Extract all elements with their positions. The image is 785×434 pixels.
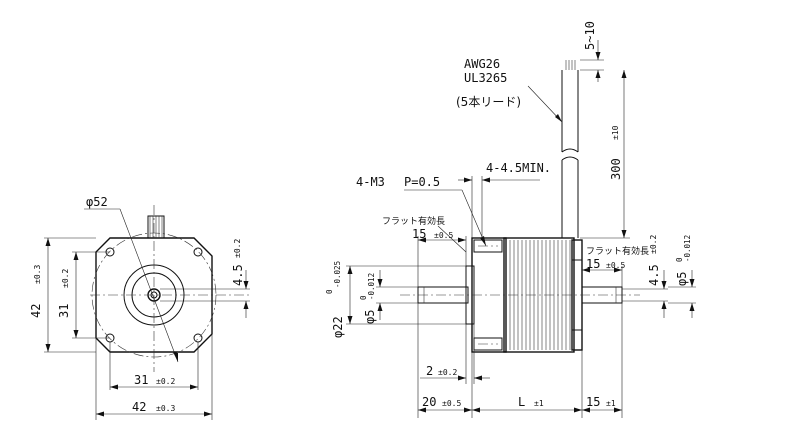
lead-len-label: 300: [609, 158, 623, 180]
tol4_5-front: ±0.2: [233, 239, 242, 258]
dim4_5-front: 4.5: [231, 264, 245, 286]
dimL-label: L: [518, 395, 525, 409]
phi5-right-tol-bot: -0.012: [683, 235, 692, 262]
dim20-label: 20: [422, 395, 436, 409]
front-flange: [95, 237, 213, 353]
mount-hole-tr: [193, 247, 203, 257]
tol31-bottom: ±0.2: [156, 377, 175, 386]
tolL-label: ±1: [534, 399, 544, 408]
tol4_5-right: ±0.2: [649, 235, 658, 254]
strip-label: 5~10: [583, 21, 597, 50]
flat-left-label: フラット有効長: [382, 215, 445, 227]
dim15-bottom: 15: [586, 395, 600, 409]
tol15-right: ±0.5: [606, 261, 625, 270]
dim15-left: 15: [412, 227, 426, 241]
ul-label: UL3265: [464, 71, 507, 85]
lead-label: (5本リード): [456, 95, 521, 109]
lead-len-tol: ±10: [611, 125, 620, 140]
tol2-label: ±0.2: [438, 368, 457, 377]
flat-right-label: フラット有効長: [586, 245, 649, 257]
dim31-bottom: 31: [134, 373, 148, 387]
mount-hole-br: [193, 333, 203, 343]
tol15-left: ±0.5: [434, 231, 453, 240]
m3-label: 4-M3: [356, 175, 385, 189]
dim2-label: 2: [426, 364, 433, 378]
awg-label: AWG26: [464, 57, 500, 71]
tol42-left: ±0.3: [33, 265, 42, 284]
pitch-label: P=0.5: [404, 175, 440, 189]
phi5-left-tol-top: 0: [359, 295, 368, 300]
dim31-left: 31: [57, 304, 71, 318]
dim42-bottom: 42: [132, 400, 146, 414]
dim4_5-right: 4.5: [647, 264, 661, 286]
tol42-bottom: ±0.3: [156, 404, 175, 413]
tol31-left: ±0.2: [61, 269, 70, 288]
dim15-right: 15: [586, 257, 600, 271]
lead-wire: [561, 60, 579, 238]
phi22-label: φ22: [331, 316, 345, 338]
depth-label: 4-4.5MIN.: [486, 161, 551, 175]
front-view: φ52 42 ±0.3 31 ±0.2 4.5 ±0.2 31 ±0.2: [29, 195, 250, 420]
phi52-label: φ52: [86, 195, 108, 209]
phi5-left-tol-bot: -0.012: [367, 273, 376, 300]
dim42-left: 42: [29, 304, 43, 318]
phi22-tol-top: 0: [325, 289, 334, 294]
tol15-bottom: ±1: [606, 399, 616, 408]
phi5-right-tol-top: 0: [675, 257, 684, 262]
phi5-left-label: φ5: [363, 310, 377, 324]
phi5-right-label: φ5: [675, 272, 689, 286]
phi22-tol-bot: -0.025: [333, 261, 342, 288]
tol20-label: ±0.5: [442, 399, 461, 408]
side-view: AWG26 UL3265 (5本リード) 5~10 300 ±10 4-M3 P…: [325, 21, 696, 418]
